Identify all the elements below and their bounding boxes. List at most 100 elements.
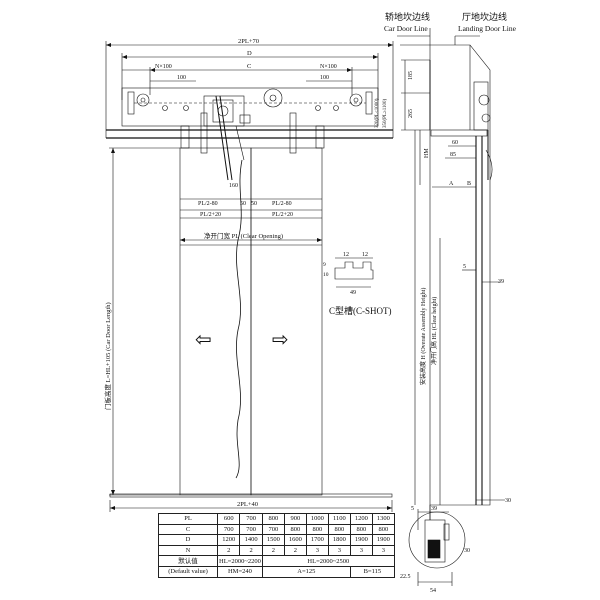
- dim-pl2-20-left: PL/2+20: [200, 212, 221, 218]
- landing-door-label-en: Landing Door Line: [458, 24, 517, 33]
- spec-cell: 800: [349, 523, 373, 536]
- dim-nx100-left: N×100: [155, 64, 172, 70]
- dim-265: 265: [408, 109, 414, 118]
- spec-row-label: N: [158, 544, 218, 557]
- dim-2pl70: 2PL+70: [238, 38, 259, 45]
- dim-pl2-20-right: PL/2+20: [272, 212, 293, 218]
- spec-cell: 3: [305, 544, 329, 557]
- dim-100-left: 100: [177, 75, 186, 81]
- c-shoe-dim-9: 9: [323, 262, 326, 268]
- sill-profile: [427, 539, 441, 559]
- spec-b: B=115: [349, 565, 395, 578]
- spec-cell: 800: [327, 523, 351, 536]
- spec-row-label: C: [158, 523, 218, 536]
- spec-hl-a: HL=2000~2200: [217, 555, 263, 567]
- side-hanger: [473, 81, 489, 131]
- spec-cell: 700: [261, 523, 285, 536]
- spec-cell: 3: [371, 544, 395, 557]
- detail-dim-22-5: 22.5: [400, 574, 411, 580]
- spec-row-label: D: [158, 534, 218, 546]
- spec-cell: 2: [261, 544, 285, 557]
- spec-cell: 1200: [349, 513, 373, 525]
- spec-row-c: C 700 700 700 800 800 800 800 800: [158, 523, 395, 536]
- spec-cell: 1100: [327, 513, 351, 525]
- default-label-en: (Default value): [158, 565, 218, 578]
- detail-dim-54: 54: [430, 588, 436, 594]
- dim-50-left: 50: [240, 201, 246, 207]
- arrow-left-icon: ⇦: [195, 327, 212, 351]
- spec-cell: 1200: [216, 534, 241, 546]
- spec-cell: 1800: [327, 534, 351, 546]
- right-door-panel: [250, 147, 323, 496]
- c-shoe-dim-12a: 12: [343, 252, 349, 258]
- c-shoe-dim-12b: 12: [362, 252, 368, 258]
- c-shoe-profile: [334, 261, 374, 280]
- spec-cell: 1700: [305, 534, 329, 546]
- side-panel-outline: [400, 44, 491, 520]
- spec-a: A=125: [261, 565, 351, 578]
- header-housing: [121, 87, 379, 127]
- spec-row-pl: PL 600 700 800 900 1000 1100 1200 1300: [158, 513, 395, 525]
- spec-cell: 700: [216, 523, 241, 536]
- spec-cell: 1600: [283, 534, 307, 546]
- spec-cell: 1000: [305, 513, 329, 525]
- dim-nx100-right: N×100: [320, 64, 337, 70]
- spec-cell: 1500: [261, 534, 285, 546]
- spec-table: PL 600 700 800 900 1000 1100 1200 1300 C…: [158, 513, 395, 578]
- left-pulley: [136, 93, 150, 107]
- default-label-cn: 默认值: [158, 555, 218, 567]
- dim-pl2-80-left: PL/2-80: [198, 201, 218, 207]
- dim-b: B: [467, 181, 471, 187]
- spec-cell: 800: [261, 513, 285, 525]
- motor-pulley: [263, 88, 283, 108]
- spec-cell: 2: [239, 544, 263, 557]
- detail-dim-5: 5: [411, 506, 414, 512]
- dim-a: A: [449, 181, 454, 187]
- dim-85: 85: [450, 152, 456, 158]
- dim-30: 30: [505, 498, 511, 504]
- clear-opening-label: 净开门宽 PL (Clear Opening): [204, 231, 283, 240]
- spec-row-d: D 1200 1400 1500 1600 1700 1800 1900 190…: [158, 534, 395, 546]
- spec-cell: 600: [216, 513, 241, 525]
- spec-cell: 700: [239, 523, 263, 536]
- spec-cell: 800: [305, 523, 329, 536]
- dim-pl2-80-right: PL/2-80: [272, 201, 292, 207]
- dim-50-right: 50: [251, 201, 257, 207]
- dim-c: C: [247, 63, 251, 70]
- c-shoe-dim-49: 49: [350, 290, 356, 296]
- c-shoe-label: C型槽(C-SHOT): [329, 305, 392, 316]
- detail-dim-30: 30: [464, 548, 470, 554]
- spec-cell: 1900: [349, 534, 373, 546]
- car-door-length-label: 门板高度 L=HL+105 (Car Door Length): [103, 302, 112, 410]
- dim-60: 60: [452, 140, 458, 146]
- side-label-350: 350(PL≥1100): [383, 98, 388, 128]
- spec-cell: 2: [216, 544, 241, 557]
- dim-2pl40: 2PL+40: [237, 501, 258, 508]
- dim-185: 185: [408, 71, 414, 80]
- dim-39: 39: [498, 279, 504, 285]
- spec-cell: 3: [327, 544, 351, 557]
- spec-cell: 700: [239, 513, 263, 525]
- spec-cell: 800: [371, 523, 395, 536]
- spec-cell: 800: [283, 523, 307, 536]
- car-door-label-cn: 轿地坎边线: [385, 11, 430, 22]
- dim-160: 160: [229, 183, 238, 189]
- arrow-right-icon: ⇨: [272, 327, 289, 351]
- spec-hl-b: HL=2000~2500: [261, 555, 395, 567]
- spec-cell: 900: [283, 513, 307, 525]
- dim-5: 5: [463, 264, 466, 270]
- spec-cell: 1900: [371, 534, 395, 546]
- dim-hm: HM: [424, 148, 430, 158]
- spec-cell: 2: [283, 544, 307, 557]
- detail-dim-39: 39: [431, 506, 437, 512]
- spec-cell: 3: [349, 544, 373, 557]
- install-height-label: 安装高度 H (Overate Assembly Height): [419, 288, 427, 385]
- spec-cell: 1300: [371, 513, 395, 525]
- right-pulley: [349, 93, 363, 107]
- travelling-cable: [235, 159, 243, 479]
- side-label-320: 320(PL≤1000): [375, 98, 380, 128]
- spec-row-default-hl: 默认值 HL=2000~2200 HL=2000~2500: [158, 555, 395, 567]
- dim-d: D: [247, 50, 252, 57]
- c-shoe-dim-10: 10: [323, 272, 329, 278]
